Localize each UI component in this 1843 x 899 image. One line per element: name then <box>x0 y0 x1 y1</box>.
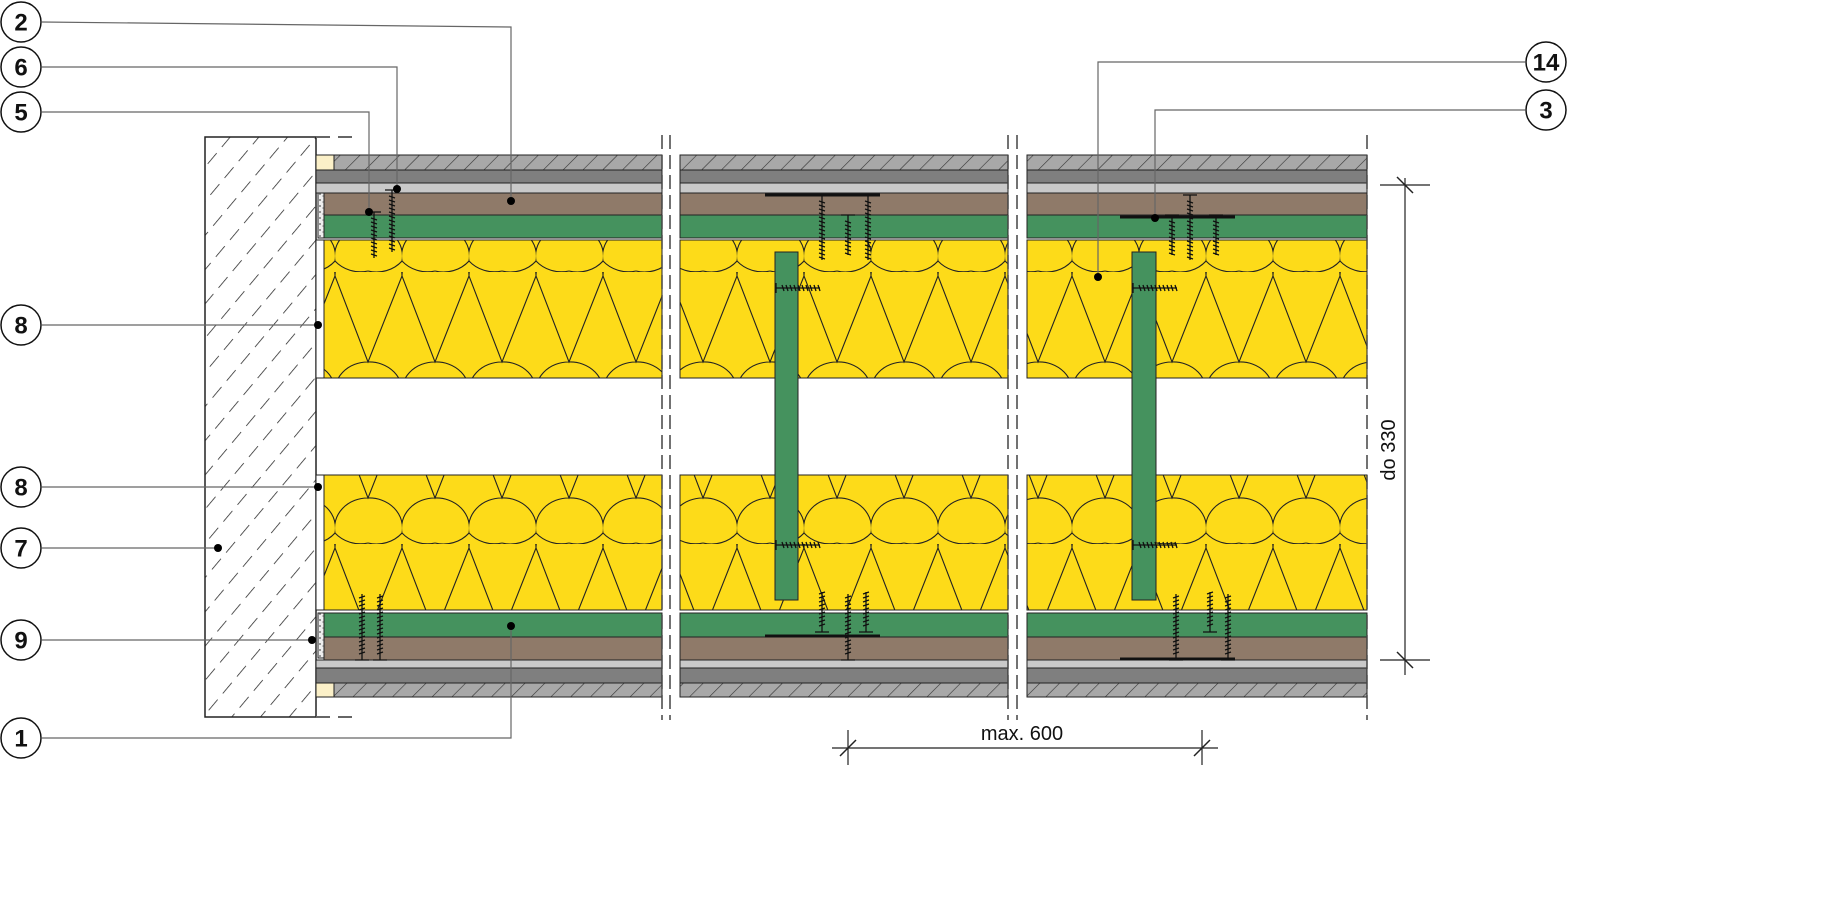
top-board <box>679 154 1009 171</box>
callout-label: 5 <box>14 100 27 127</box>
spacing-dimension-label: max. 600 <box>981 723 1063 745</box>
light-layer <box>315 182 663 194</box>
screw-icon <box>1203 591 1217 633</box>
brown-board <box>1026 636 1368 661</box>
callout-label: 6 <box>14 55 27 82</box>
callout-label: 1 <box>14 726 27 753</box>
light-layer <box>679 659 1009 669</box>
light-layer <box>1026 659 1368 669</box>
callout-label: 9 <box>14 628 27 655</box>
vertical-stud-1 <box>774 251 799 601</box>
insulation <box>679 474 1009 611</box>
screw-icon <box>367 211 381 258</box>
callout-label: 8 <box>14 313 27 340</box>
vertical-stud-2 <box>1131 251 1157 601</box>
screw-icon <box>373 594 387 661</box>
screw-icon <box>1165 214 1179 256</box>
screw-icon <box>355 594 369 661</box>
gray-layer <box>1026 169 1368 184</box>
callout-5: 5 <box>0 91 42 133</box>
wall-segment <box>669 135 1009 720</box>
callout-label: 3 <box>1539 98 1552 125</box>
spacing-dimension: max. 600 <box>832 723 1218 765</box>
height-dimension-label: do 330 <box>1378 419 1400 480</box>
green-board <box>1026 612 1368 638</box>
gray-layer <box>1026 667 1368 684</box>
callout-14: 14 <box>1525 41 1567 83</box>
callout-7: 7 <box>0 527 42 569</box>
callout-label: 2 <box>14 10 27 37</box>
light-layer <box>679 182 1009 194</box>
leader-lines <box>41 21 1525 739</box>
light-layer <box>315 659 663 669</box>
green-board <box>679 214 1009 239</box>
gray-layer <box>315 667 663 684</box>
top-board <box>333 154 663 171</box>
screw-icon <box>1209 214 1223 256</box>
screw-icon <box>1183 194 1197 260</box>
height-dimension: do 330 <box>1378 176 1430 675</box>
callout-2: 2 <box>0 1 42 43</box>
insulation <box>1026 239 1368 379</box>
gray-layer <box>679 667 1009 684</box>
insulation <box>323 239 663 379</box>
callout-8-top: 8 <box>0 304 42 346</box>
gray-layer <box>315 169 663 184</box>
gray-layer <box>679 169 1009 184</box>
callout-label: 7 <box>14 536 27 563</box>
bottom-board <box>1026 682 1368 698</box>
insulation <box>323 474 663 611</box>
screw-icon <box>841 594 855 661</box>
top-board <box>1026 154 1368 171</box>
screw-icon <box>1132 283 1178 293</box>
callout-label: 8 <box>14 475 27 502</box>
callout-label: 14 <box>1533 50 1560 77</box>
bottom-board <box>333 682 663 698</box>
callout-8-bottom: 8 <box>0 466 42 508</box>
callout-9: 9 <box>0 619 42 661</box>
bottom-board <box>679 682 1009 698</box>
insulation <box>679 239 1009 379</box>
light-layer <box>1026 182 1368 194</box>
screw-icon <box>775 540 821 550</box>
brown-board <box>323 636 663 661</box>
callout-3: 3 <box>1525 89 1567 131</box>
insulation <box>1026 474 1368 611</box>
green-board <box>679 612 1009 638</box>
screw-icon <box>815 591 829 633</box>
screw-icon <box>1132 540 1178 550</box>
wall-segment <box>1016 135 1368 720</box>
brown-board <box>1026 192 1368 216</box>
brown-board <box>679 636 1009 661</box>
callout-6: 6 <box>0 46 42 88</box>
wall-segment <box>315 135 663 720</box>
screw-icon <box>385 189 399 252</box>
green-board <box>323 612 663 638</box>
screw-icon <box>775 283 821 293</box>
callout-1: 1 <box>0 717 42 759</box>
screw-icon <box>841 214 855 256</box>
screw-icon <box>859 591 873 633</box>
